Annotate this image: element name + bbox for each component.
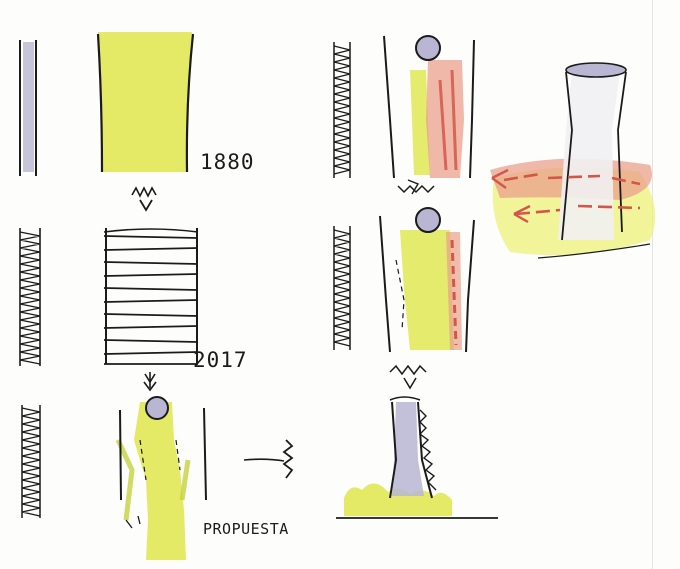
plan-mid-1-street <box>384 36 474 178</box>
section-proposal-hatched <box>22 405 40 518</box>
transition-arrow-mid-1 <box>398 180 434 194</box>
section-mid-2-hatched <box>334 226 350 350</box>
proposal-arrow <box>244 440 292 478</box>
plan-proposal-street <box>118 397 206 560</box>
plan-1880-street <box>98 32 193 172</box>
section-1880-narrow <box>20 40 36 176</box>
section-mid-1-hatched <box>334 42 350 178</box>
section-2017-hatched <box>20 228 40 366</box>
plan-mid-2-street <box>380 208 474 352</box>
year-label-2017: 2017 <box>193 348 248 372</box>
year-label-1880: 1880 <box>200 150 255 174</box>
proposal-label: PROPUESTA <box>203 520 289 538</box>
tower-perspective-red-flow <box>490 63 655 258</box>
transition-arrow-mid-2 <box>390 366 426 388</box>
transition-arrow-1 <box>132 188 156 210</box>
proposal-tower-perspective <box>336 397 498 518</box>
plan-2017-street <box>104 228 198 364</box>
transition-arrow-2 <box>144 372 156 390</box>
